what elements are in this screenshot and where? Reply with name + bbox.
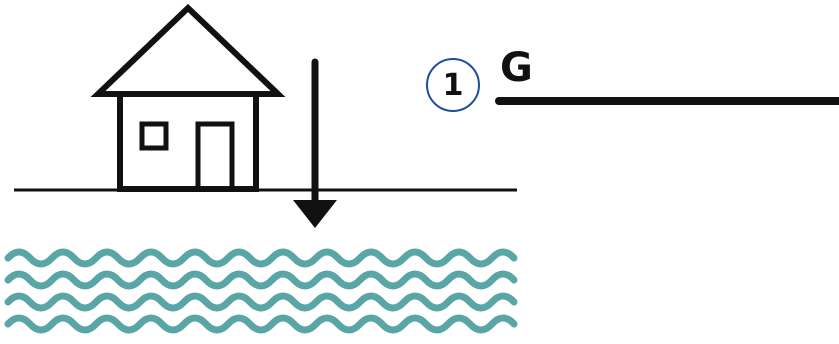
arrow-down-icon <box>293 58 337 228</box>
level-label: G <box>500 45 533 91</box>
house-roof <box>90 3 286 97</box>
water-wave-line <box>4 270 518 290</box>
step-number-badge: 1 <box>426 58 480 112</box>
water-wave-line <box>4 248 518 268</box>
house-icon <box>90 3 286 192</box>
water-wave-line <box>4 292 518 312</box>
water-wave-line <box>4 314 518 334</box>
house-window <box>139 121 169 151</box>
water-waves-icon <box>4 248 518 334</box>
step-number: 1 <box>442 67 464 103</box>
house-door <box>195 121 235 189</box>
